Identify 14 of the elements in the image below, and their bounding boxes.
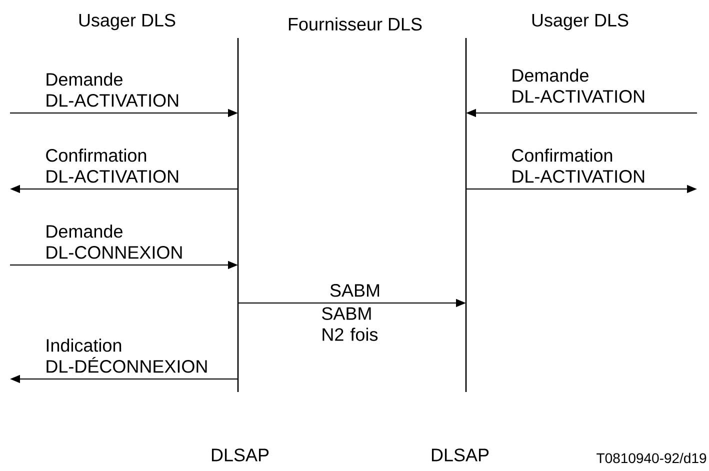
edge-label: Demande DL-ACTIVATION	[512, 68, 644, 103]
sap-label: DLSAP	[432, 448, 489, 462]
edge-label: SABM	[330, 284, 380, 297]
sap-label: DLSAP	[212, 448, 269, 462]
note-label: SABM N2 fois	[322, 307, 378, 341]
edge-label: Indication DL-DÉCONNEXION	[46, 338, 207, 373]
edge-label: Confirmation DL-ACTIVATION	[512, 148, 644, 183]
column-heading: Usager DLS	[79, 14, 176, 30]
edge-label: Demande DL-CONNEXION	[46, 224, 182, 259]
edge-label: Demande DL-ACTIVATION	[46, 72, 178, 107]
edge-label: Confirmation DL-ACTIVATION	[46, 148, 178, 183]
column-heading: Fournisseur DLS	[288, 17, 422, 31]
figure-id: T0810940-92/d19	[596, 452, 706, 464]
column-heading: Usager DLS	[532, 14, 628, 30]
